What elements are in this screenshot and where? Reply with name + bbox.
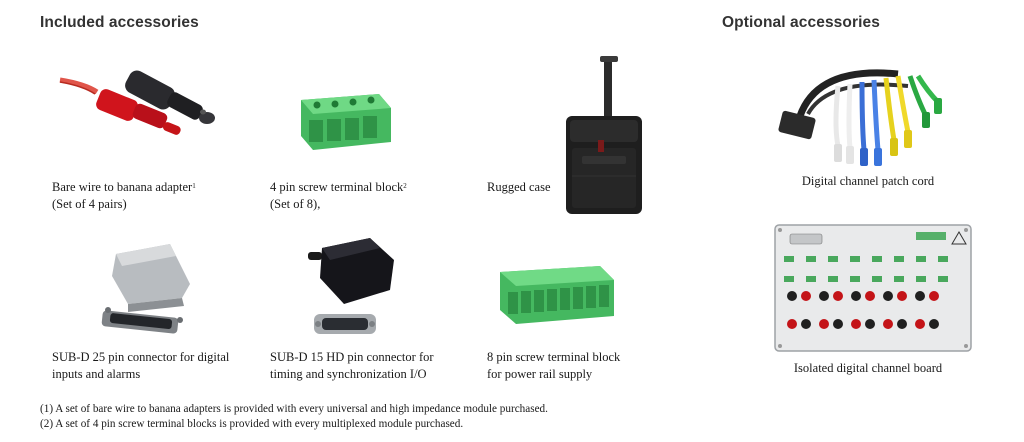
isolated-board-image xyxy=(774,224,972,352)
terminal-block-8pin-caption: 8 pin screw terminal block for power rai… xyxy=(487,350,621,381)
footnote-1: (1) A set of bare wire to banana adapter… xyxy=(40,403,548,415)
subd25-connector-caption: SUB-D 25 pin connector for digital input… xyxy=(52,350,230,381)
patch-cord-caption: Digital channel patch cord xyxy=(801,174,935,188)
banana-adapter-image xyxy=(59,70,215,135)
included-accessories-heading: Included accessories xyxy=(40,14,199,31)
footnote-2: (2) A set of 4 pin screw terminal blocks… xyxy=(40,418,464,430)
rugged-case-image xyxy=(566,56,642,214)
terminal-block-8pin-image xyxy=(500,266,614,324)
patch-cord-image xyxy=(778,69,942,166)
subd25-connector-image xyxy=(101,244,190,334)
optional-accessories-heading: Optional accessories xyxy=(722,14,880,31)
rugged-case-caption: Rugged case xyxy=(487,180,551,194)
terminal-block-4pin-caption: 4 pin screw terminal block2 (Set of 8), xyxy=(270,180,407,211)
terminal-block-4pin-image xyxy=(301,94,391,150)
isolated-board-caption: Isolated digital channel board xyxy=(793,361,943,375)
subd15-connector-caption: SUB-D 15 HD pin connector for timing and… xyxy=(270,350,434,381)
banana-adapter-caption: Bare wire to banana adapter1 (Set of 4 p… xyxy=(52,180,196,211)
subd15-connector-image xyxy=(308,238,394,334)
